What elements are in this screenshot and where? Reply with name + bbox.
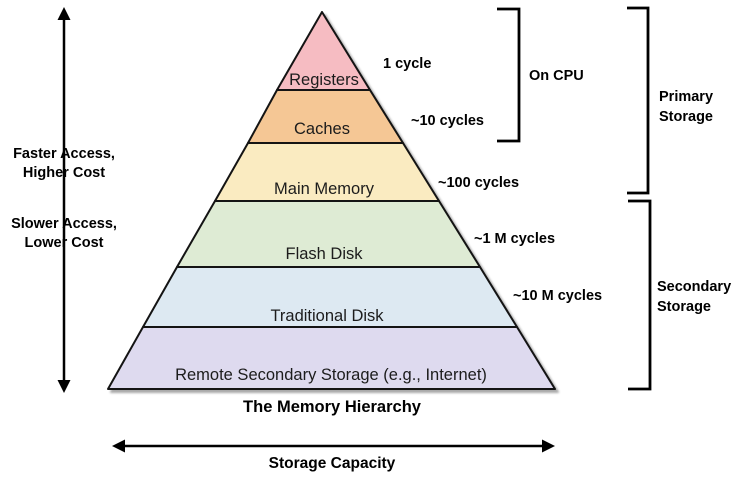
secondary-storage-label-line2: Storage <box>657 299 711 315</box>
diagram-title: The Memory Hierarchy <box>243 398 422 416</box>
latency-labels: 1 cycle ~10 cycles ~100 cycles ~1 M cycl… <box>383 56 602 304</box>
arrow-right-icon <box>542 439 555 453</box>
layer-labels: Registers Caches Main Memory Flash Disk … <box>175 71 487 384</box>
on-cpu-label: On CPU <box>529 68 584 84</box>
primary-storage-label-line1: Primary <box>659 89 713 105</box>
faster-access-label: Faster Access, <box>13 146 115 162</box>
arrow-left-icon <box>112 439 125 453</box>
speed-cost-axis <box>57 7 71 393</box>
layer-label-registers: Registers <box>289 71 359 89</box>
latency-registers: 1 cycle <box>383 56 431 72</box>
slower-access-label: Slower Access, <box>11 216 117 232</box>
primary-storage-bracket <box>627 6 650 195</box>
arrow-down-icon <box>57 380 71 393</box>
layer-label-flash-disk: Flash Disk <box>285 245 363 263</box>
on-cpu-bracket <box>497 7 521 143</box>
primary-storage-label-line2: Storage <box>659 109 713 125</box>
pyramid <box>107 11 556 390</box>
latency-main-memory: ~100 cycles <box>438 175 519 191</box>
latency-flash-disk: ~1 M cycles <box>474 231 555 247</box>
layer-label-main-memory: Main Memory <box>274 180 375 198</box>
arrow-up-icon <box>57 7 71 20</box>
storage-capacity-axis: Storage Capacity <box>112 439 555 472</box>
layer-label-caches: Caches <box>294 120 350 138</box>
grouping-brackets: On CPU Primary Storage Secondary Storage <box>497 6 731 391</box>
latency-caches: ~10 cycles <box>411 113 484 129</box>
storage-capacity-label: Storage Capacity <box>269 455 396 472</box>
latency-traditional-disk: ~10 M cycles <box>513 288 602 304</box>
higher-cost-label: Higher Cost <box>23 165 105 181</box>
secondary-storage-label-line1: Secondary <box>657 279 731 295</box>
left-annotations: Faster Access, Higher Cost Slower Access… <box>11 146 117 251</box>
layer-label-traditional-disk: Traditional Disk <box>270 307 384 325</box>
layer-remote-storage-shape <box>107 326 556 390</box>
layer-label-remote-storage: Remote Secondary Storage (e.g., Internet… <box>175 366 487 384</box>
secondary-storage-bracket <box>628 199 652 391</box>
lower-cost-label: Lower Cost <box>25 235 104 251</box>
